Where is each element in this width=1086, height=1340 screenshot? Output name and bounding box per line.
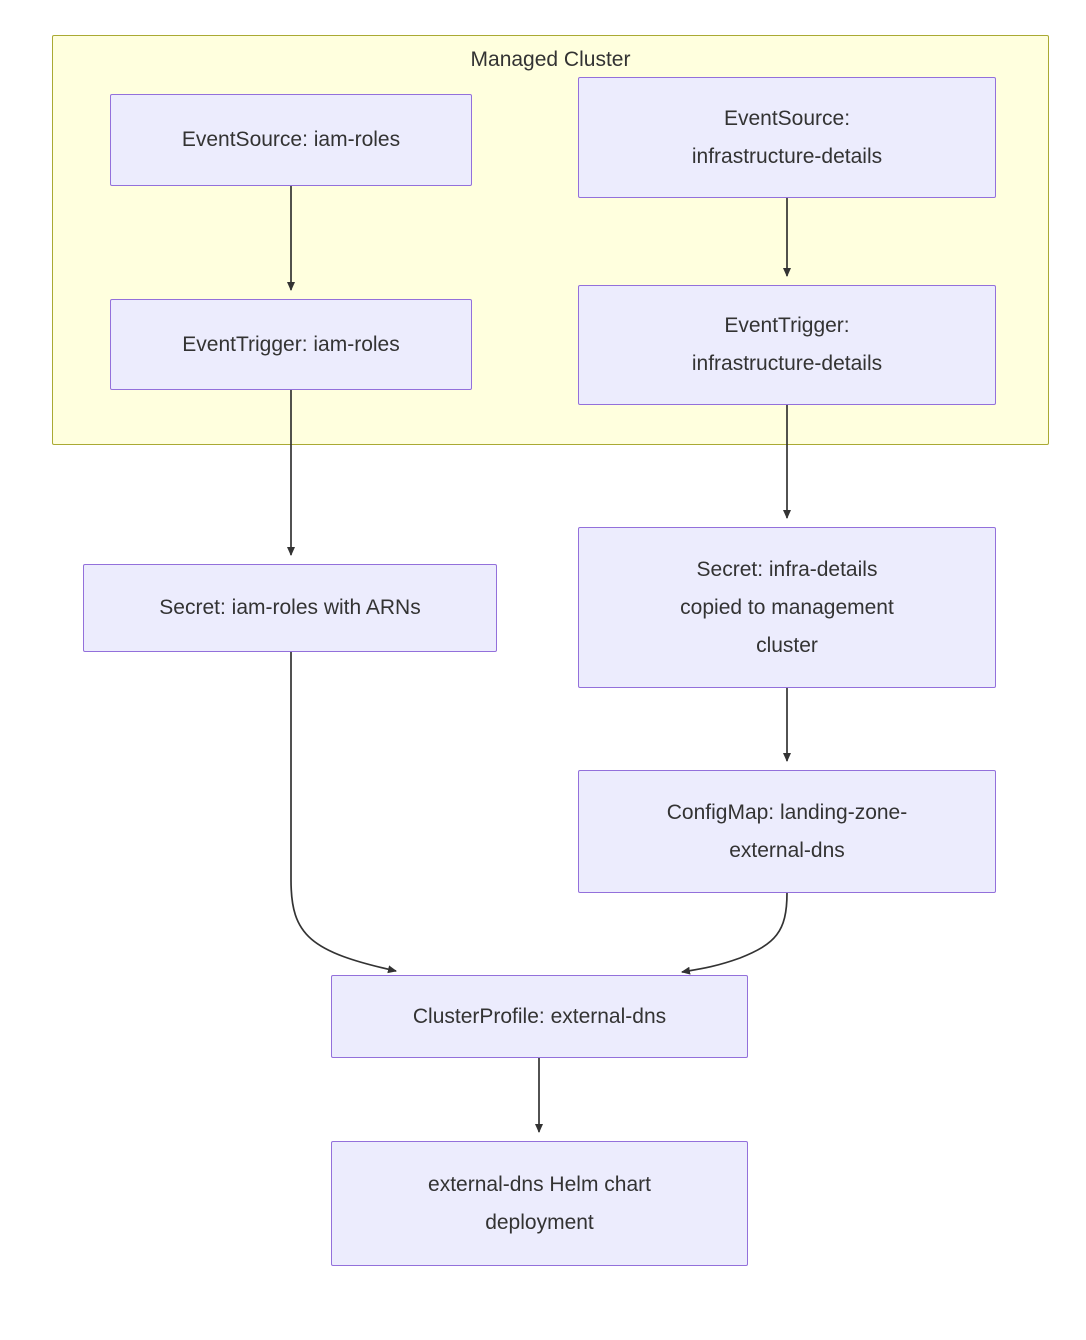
node-label: Secret: iam-roles with ARNs <box>159 596 421 619</box>
node-secret-infra-details-copied[interactable]: Secret: infra-details copied to manageme… <box>578 527 996 688</box>
node-label: ConfigMap: landing-zone- external-dns <box>666 800 908 862</box>
node-label: EventSource: infrastructure-details <box>691 106 883 168</box>
edge-secret-iam-roles-to-clusterprofile <box>290 652 397 974</box>
node-label: ClusterProfile: external-dns <box>412 1004 667 1028</box>
node-eventsource-infrastructure-details[interactable]: EventSource: infrastructure-details <box>578 77 996 198</box>
edge-configmap-to-clusterprofile <box>681 892 788 975</box>
node-clusterprofile-external-dns[interactable]: ClusterProfile: external-dns <box>331 975 748 1058</box>
node-eventtrigger-iam-roles[interactable]: EventTrigger: iam-roles <box>110 299 472 390</box>
node-external-dns-helm-chart-deployment[interactable]: external-dns Helm chart deployment <box>331 1141 748 1266</box>
node-label: external-dns Helm chart deployment <box>428 1172 651 1234</box>
node-label: EventSource: iam-roles <box>181 128 401 151</box>
node-configmap-landing-zone-external-dns[interactable]: ConfigMap: landing-zone- external-dns <box>578 770 996 893</box>
node-label: Secret: infra-details copied to manageme… <box>680 557 894 657</box>
cluster-label-managed-cluster: Managed Cluster <box>470 48 631 71</box>
node-label: EventTrigger: infrastructure-details <box>691 314 883 375</box>
node-eventtrigger-infrastructure-details[interactable]: EventTrigger: infrastructure-details <box>578 285 996 405</box>
node-eventsource-iam-roles[interactable]: EventSource: iam-roles <box>110 94 472 186</box>
node-secret-iam-roles-with-arns[interactable]: Secret: iam-roles with ARNs <box>83 564 497 652</box>
node-label: EventTrigger: iam-roles <box>182 332 400 356</box>
